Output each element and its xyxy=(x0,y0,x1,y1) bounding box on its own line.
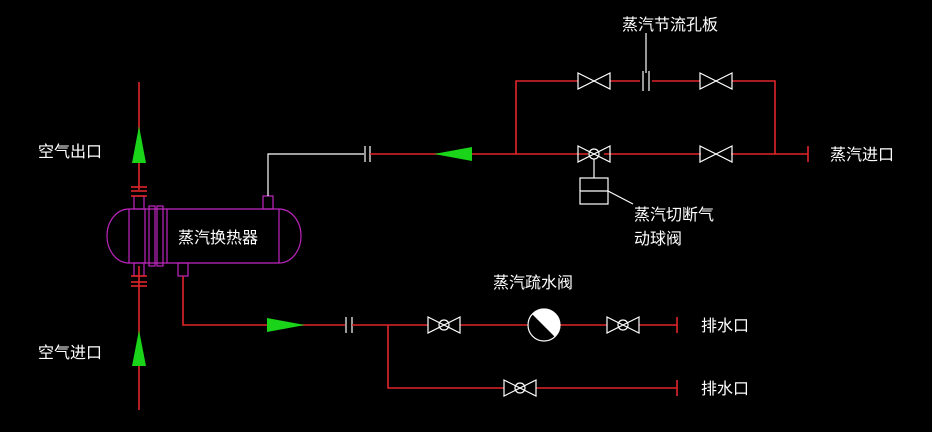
condensate-flow-arrow-icon xyxy=(267,318,305,332)
cutoff-valve-label-2: 动球阀 xyxy=(634,229,682,248)
air-inlet-label: 空气进口 xyxy=(38,343,102,362)
steam-trap-label: 蒸汽疏水阀 xyxy=(493,273,573,292)
steam-flow-arrow-icon xyxy=(434,147,472,161)
steam-trap-icon xyxy=(527,308,561,342)
ball-valve-icon xyxy=(503,379,537,397)
cutoff-valve-label-1: 蒸汽切断气 xyxy=(634,205,714,224)
air-outlet-arrow-icon xyxy=(132,126,146,163)
gate-valve-icon xyxy=(699,145,733,163)
steam-inlet-label: 蒸汽进口 xyxy=(830,145,894,164)
air-line xyxy=(131,82,147,410)
ball-valve-icon xyxy=(606,316,640,334)
steam-orifice-label: 蒸汽节流孔板 xyxy=(622,15,718,34)
air-inlet-arrow-icon xyxy=(132,330,146,366)
drain-outlet-label-1: 排水口 xyxy=(701,316,749,335)
steam-supply-line xyxy=(267,80,809,196)
condensate-line xyxy=(182,276,678,396)
air-outlet-label: 空气出口 xyxy=(38,142,102,161)
cutoff-ball-valve-icon xyxy=(577,145,634,205)
gate-valve-icon xyxy=(699,72,733,90)
heat-exchanger xyxy=(106,195,302,277)
ball-valve-icon xyxy=(427,316,461,334)
gate-valve-icon xyxy=(577,72,611,90)
drain-outlet-label-2: 排水口 xyxy=(701,379,749,398)
heat-exchanger-label: 蒸汽换热器 xyxy=(178,228,258,247)
orifice-plate-icon xyxy=(642,33,650,91)
